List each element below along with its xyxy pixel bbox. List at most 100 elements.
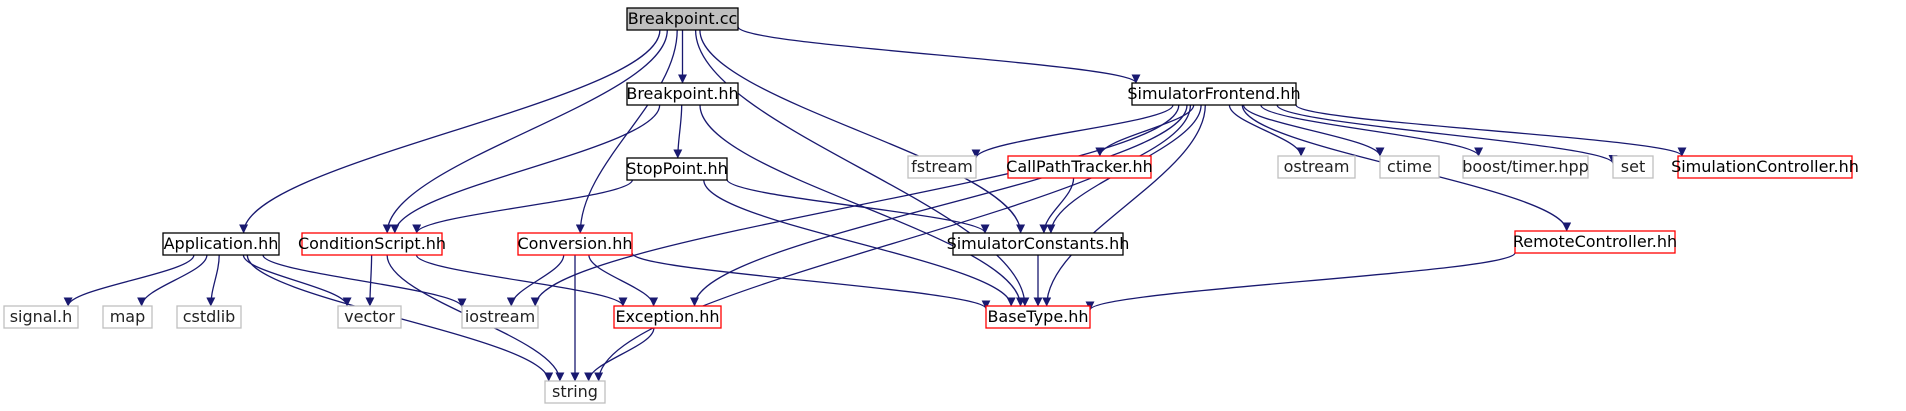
node-label: map bbox=[110, 307, 146, 326]
node-cstdlib[interactable]: cstdlib bbox=[176, 305, 242, 329]
node-basetype[interactable]: BaseType.hh bbox=[985, 305, 1091, 329]
edge-simulator_frontend-to-fstream bbox=[971, 104, 1174, 159]
node-box bbox=[613, 305, 722, 329]
node-conversion[interactable]: Conversion.hh bbox=[517, 232, 633, 256]
edge-breakpoint_cc-to-application bbox=[239, 29, 661, 234]
node-label: BaseType.hh bbox=[987, 307, 1088, 326]
node-breakpoint-hh[interactable]: Breakpoint.hh bbox=[626, 82, 739, 106]
node-label: SimulatorConstants.hh bbox=[947, 234, 1130, 253]
node-box bbox=[626, 82, 739, 106]
node-simulation-controller[interactable]: SimulationController.hh bbox=[1671, 155, 1859, 179]
node-label: SimulatorFrontend.hh bbox=[1127, 84, 1300, 103]
node-iostream[interactable]: iostream bbox=[461, 305, 539, 329]
node-remote-controller[interactable]: RemoteController.hh bbox=[1513, 230, 1677, 254]
node-label: fstream bbox=[911, 157, 973, 176]
edge-callpath_tracker-to-simulator_constants bbox=[1039, 177, 1075, 234]
edge-breakpoint_cc-to-simulator_constants bbox=[699, 29, 1026, 234]
edge-breakpoint_cc-to-basetype bbox=[694, 29, 1030, 307]
node-box bbox=[3, 305, 79, 329]
edge-remote_controller-to-basetype bbox=[1085, 252, 1516, 311]
node-vector[interactable]: vector bbox=[337, 305, 402, 329]
node-set[interactable]: set bbox=[1612, 155, 1654, 179]
node-signal-h[interactable]: signal.h bbox=[3, 305, 79, 329]
node-string[interactable]: string bbox=[544, 380, 606, 404]
node-box bbox=[337, 305, 402, 329]
node-label: Conversion.hh bbox=[517, 234, 632, 253]
node-label: set bbox=[1621, 157, 1645, 176]
edge-simulator_frontend-to-exception bbox=[690, 104, 1188, 307]
node-simulator-constants[interactable]: SimulatorConstants.hh bbox=[947, 232, 1130, 256]
edge-exception-to-string bbox=[584, 327, 655, 382]
node-label: vector bbox=[344, 307, 395, 326]
edge-condition_script-to-exception bbox=[415, 254, 628, 307]
node-box bbox=[176, 305, 242, 329]
edge-simulator_frontend-to-simulation_controller bbox=[1295, 104, 1687, 157]
edge-conversion-to-exception bbox=[588, 254, 659, 307]
node-label: Exception.hh bbox=[615, 307, 719, 326]
node-box bbox=[544, 380, 606, 404]
node-label: signal.h bbox=[10, 307, 73, 326]
edge-application-to-iostream bbox=[262, 254, 467, 308]
edge-breakpoint_cc-to-condition_script bbox=[382, 29, 668, 234]
node-stoppoint[interactable]: StopPoint.hh bbox=[626, 157, 728, 181]
node-box bbox=[162, 232, 280, 256]
node-label: Breakpoint.cc bbox=[628, 9, 738, 28]
edge-simulator_frontend-to-boost_timer bbox=[1260, 104, 1483, 157]
node-map[interactable]: map bbox=[102, 305, 153, 329]
node-box bbox=[626, 7, 739, 31]
edge-simulator_frontend-to-basetype bbox=[1042, 104, 1206, 307]
node-ctime[interactable]: ctime bbox=[1379, 155, 1440, 179]
node-label: iostream bbox=[465, 307, 535, 326]
node-label: RemoteController.hh bbox=[1513, 232, 1677, 251]
edge-conversion-to-iostream bbox=[506, 254, 565, 307]
node-label: ctime bbox=[1387, 157, 1432, 176]
edge-layer bbox=[63, 26, 1687, 382]
node-box bbox=[102, 305, 153, 329]
node-label: StopPoint.hh bbox=[626, 159, 727, 178]
node-label: ConditionScript.hh bbox=[298, 234, 446, 253]
edge-application-to-signal_h bbox=[63, 254, 195, 307]
node-label: SimulationController.hh bbox=[1671, 157, 1859, 176]
edge-simulator_frontend-to-set bbox=[1276, 104, 1618, 165]
edge-simulator_frontend-to-iostream bbox=[530, 104, 1180, 307]
node-label: Breakpoint.hh bbox=[626, 84, 738, 103]
edge-simulator_frontend-to-ctime bbox=[1242, 104, 1385, 157]
node-box bbox=[626, 157, 728, 181]
node-condition-script[interactable]: ConditionScript.hh bbox=[298, 232, 446, 256]
node-box bbox=[907, 155, 977, 179]
node-label: boost/timer.hpp bbox=[1462, 157, 1589, 176]
node-simulator-frontend[interactable]: SimulatorFrontend.hh bbox=[1127, 82, 1301, 106]
node-boost-timer[interactable]: boost/timer.hpp bbox=[1462, 155, 1589, 179]
node-box bbox=[1462, 155, 1589, 179]
edge-conversion-to-basetype bbox=[631, 252, 991, 310]
node-callpath-tracker[interactable]: CallPathTracker.hh bbox=[1006, 155, 1153, 179]
node-ostream[interactable]: ostream bbox=[1277, 155, 1356, 179]
edge-stoppoint-to-basetype bbox=[703, 179, 1016, 307]
node-box bbox=[952, 232, 1124, 256]
node-label: Application.hh bbox=[164, 234, 279, 253]
node-box bbox=[301, 232, 443, 256]
node-exception[interactable]: Exception.hh bbox=[613, 305, 722, 329]
node-box bbox=[985, 305, 1091, 329]
edge-simulator_frontend-to-string bbox=[594, 104, 1192, 382]
node-label: ostream bbox=[1284, 157, 1350, 176]
edge-breakpoint_cc-to-simulator_frontend bbox=[737, 26, 1141, 84]
node-box bbox=[1677, 155, 1853, 179]
edge-condition_script-to-vector bbox=[365, 254, 375, 307]
node-application[interactable]: Application.hh bbox=[162, 232, 280, 256]
node-fstream[interactable]: fstream bbox=[907, 155, 977, 179]
node-box bbox=[1131, 82, 1297, 106]
node-box bbox=[1277, 155, 1356, 179]
node-box bbox=[1612, 155, 1654, 179]
node-label: string bbox=[552, 382, 598, 401]
node-label: CallPathTracker.hh bbox=[1006, 157, 1153, 176]
edge-simulator_frontend-to-ostream bbox=[1228, 104, 1306, 157]
edge-breakpoint_cc-to-conversion bbox=[575, 29, 678, 234]
node-breakpoint-cc[interactable]: Breakpoint.cc bbox=[626, 7, 739, 31]
edge-simulator_frontend-to-callpath_tracker bbox=[1095, 104, 1195, 157]
edge-breakpoint_hh-to-stoppoint bbox=[673, 104, 683, 159]
node-box bbox=[1007, 155, 1152, 179]
